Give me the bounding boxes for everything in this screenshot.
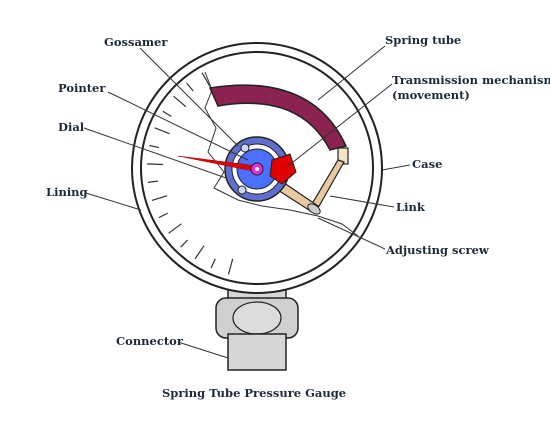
leader-adjusting-screw bbox=[317, 217, 386, 250]
dial-tick bbox=[180, 239, 189, 248]
label-gossamer: Gossamer bbox=[104, 35, 168, 49]
movement-screw-bottom bbox=[237, 185, 247, 195]
label-spring-tube: Spring tube bbox=[385, 33, 461, 47]
label-connector: Connector bbox=[116, 334, 184, 348]
leader-gossamer bbox=[139, 47, 239, 147]
dial-tick bbox=[151, 195, 168, 201]
leader-case bbox=[381, 164, 411, 171]
label-adjusting-screw: Adjusting screw bbox=[385, 243, 490, 257]
leader-lines bbox=[83, 45, 411, 359]
leader-lining bbox=[85, 192, 142, 211]
dial-tick bbox=[210, 258, 216, 269]
leader-connector bbox=[177, 341, 229, 359]
pointer-hub-center bbox=[255, 167, 259, 171]
dial-tick bbox=[162, 110, 172, 117]
label-transmission-line2: (movement) bbox=[392, 88, 470, 102]
connector-stem bbox=[227, 333, 287, 371]
leader-transmission bbox=[287, 83, 393, 167]
dial-tick bbox=[147, 163, 164, 166]
adjusting-screw-head bbox=[307, 203, 321, 215]
label-transmission-line1: Transmission mechanism bbox=[392, 73, 550, 87]
diagram-caption: Spring Tube Pressure Gauge bbox=[162, 386, 346, 400]
dial-tick bbox=[194, 245, 205, 260]
leader-link bbox=[329, 195, 395, 208]
dial-tick bbox=[168, 223, 182, 234]
label-lining: Lining bbox=[46, 185, 88, 199]
dial-tick bbox=[147, 180, 158, 183]
dial-cutaway-edge bbox=[204, 71, 359, 237]
label-dial: Dial bbox=[58, 120, 85, 134]
dial-tick bbox=[227, 258, 234, 275]
sector-gear bbox=[269, 153, 297, 185]
label-link: Link bbox=[396, 200, 426, 214]
leader-dial bbox=[83, 127, 227, 179]
dial-tick bbox=[173, 95, 187, 108]
connector-nut-face bbox=[232, 301, 282, 335]
label-pointer: Pointer bbox=[58, 81, 106, 95]
dial-tick bbox=[149, 144, 160, 149]
dial-tick bbox=[201, 72, 211, 87]
dial-tick bbox=[158, 212, 168, 219]
leader-pointer bbox=[107, 91, 249, 161]
dial-ticks bbox=[147, 72, 234, 275]
connector-fitting bbox=[215, 283, 299, 371]
spring-tube bbox=[208, 84, 348, 151]
dial-tick bbox=[186, 82, 194, 92]
leader-spring-tube bbox=[317, 45, 386, 101]
label-case: Case bbox=[412, 157, 442, 171]
dial-tick bbox=[154, 127, 170, 135]
movement-screw-top bbox=[240, 143, 250, 153]
